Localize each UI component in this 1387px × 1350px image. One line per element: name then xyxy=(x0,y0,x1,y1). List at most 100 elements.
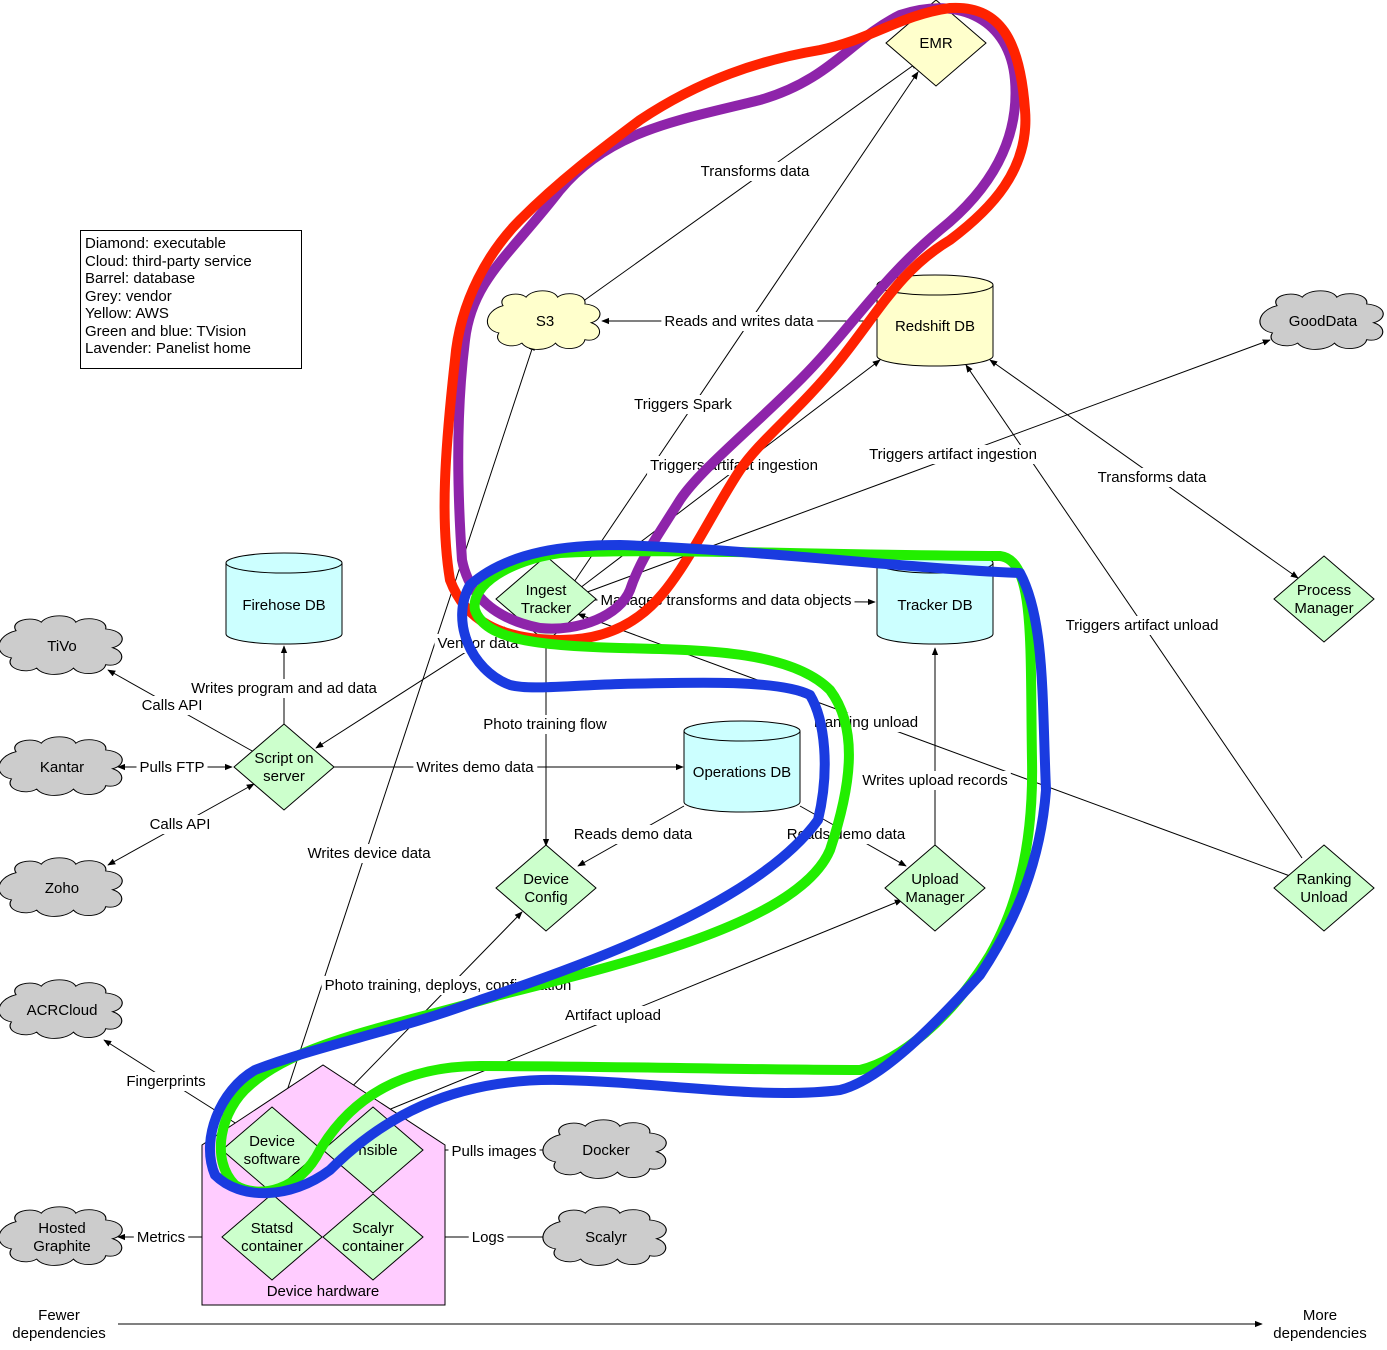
axis-right-label-2: dependencies xyxy=(1273,1325,1366,1342)
label-manages: Manages transforms and data objects xyxy=(601,592,852,609)
label-background xyxy=(631,395,736,414)
label-writes-device: Writes device data xyxy=(307,845,431,862)
zoho-label: Zoho xyxy=(45,880,79,897)
scalyr-c-label-1: Scalyr xyxy=(352,1220,394,1237)
label-background xyxy=(123,1072,209,1091)
ranking-unload-node[interactable]: Ranking Unload xyxy=(1273,844,1375,932)
device-sw-label-1: Device xyxy=(249,1133,295,1150)
label-background xyxy=(810,713,922,732)
label-triggers-ingest-2: Triggers artifact ingestion xyxy=(869,446,1037,463)
label-background xyxy=(468,1228,508,1247)
legend-item: Lavender: Panelist home xyxy=(85,340,251,357)
script-label-1: Script on xyxy=(254,750,313,767)
device-sw-label-2: software xyxy=(244,1151,301,1168)
label-pulls-ftp: Pulls FTP xyxy=(139,759,204,776)
label-triggers-unload: Triggers artifact unload xyxy=(1066,617,1219,634)
label-reads-demo-1: Reads demo data xyxy=(574,826,693,843)
label-triggers-spark: Triggers Spark xyxy=(634,396,732,413)
label-background xyxy=(661,312,818,331)
docker-label: Docker xyxy=(582,1142,630,1159)
label-background xyxy=(304,844,435,863)
tracker-db-label: Tracker DB xyxy=(897,597,972,614)
label-transforms-emr: Transforms data xyxy=(701,163,810,180)
upload-label-1: Upload xyxy=(911,871,959,888)
label-background xyxy=(866,445,1040,464)
red-loop xyxy=(439,2,1031,645)
scalyr-c-label-2: container xyxy=(342,1238,404,1255)
label-background xyxy=(138,696,206,715)
label-calls-api-1: Calls API xyxy=(142,697,203,714)
ansible-node[interactable]: nsible xyxy=(322,1106,424,1194)
label-background xyxy=(413,758,538,777)
script-label-2: server xyxy=(263,768,305,785)
label-background xyxy=(188,679,381,698)
scalyr-container-node[interactable]: Scalyr container xyxy=(322,1193,424,1281)
script-on-server-node[interactable]: Script on server xyxy=(233,723,335,811)
legend-item: Green and blue: TVision xyxy=(85,322,247,340)
label-writes-demo: Writes demo data xyxy=(416,759,534,776)
label-calls-api-2: Calls API xyxy=(150,816,211,833)
process-label-2: Manager xyxy=(1294,600,1353,617)
device-config-node[interactable]: Device Config xyxy=(495,844,597,932)
device-software-node[interactable]: Device software xyxy=(221,1106,323,1194)
green-loop xyxy=(215,546,1038,1197)
ranking-label-1: Ranking xyxy=(1296,871,1351,888)
hosted-label-1: Hosted xyxy=(38,1220,86,1237)
statsd-label-2: container xyxy=(241,1238,303,1255)
label-background xyxy=(647,456,821,475)
gooddata-label: GoodData xyxy=(1289,313,1358,330)
label-transforms-pm: Transforms data xyxy=(1098,469,1207,486)
acrcloud-label: ACRCloud xyxy=(27,1002,98,1019)
label-metrics: Metrics xyxy=(137,1229,185,1246)
legend-item: Diamond: executable xyxy=(85,235,226,252)
blue-loop xyxy=(205,540,1051,1199)
label-background xyxy=(1094,468,1210,487)
redshift-db-node[interactable]: Redshift DB xyxy=(876,274,994,367)
legend-item: Cloud: third-party service xyxy=(85,252,252,270)
label-background xyxy=(133,1228,189,1247)
ingest-label-2: Tracker xyxy=(521,600,571,617)
legend-item: Grey: vendor xyxy=(85,287,172,305)
label-background xyxy=(434,634,523,653)
ansible-label: nsible xyxy=(358,1142,397,1159)
label-background xyxy=(136,758,208,777)
label-reads-demo-2: Reads demo data xyxy=(787,826,906,843)
statsd-container-node[interactable]: Statsd container xyxy=(221,1193,323,1281)
device-config-label-2: Config xyxy=(524,889,567,906)
label-background xyxy=(697,162,813,181)
label-ranking-unload: Ranking unload xyxy=(814,714,918,731)
label-background xyxy=(562,1006,664,1025)
legend-item: Yellow: AWS xyxy=(85,305,169,322)
firehose-db-node[interactable]: Firehose DB xyxy=(225,552,343,645)
legend-box: Diamond: executable Cloud: third-party s… xyxy=(80,230,302,369)
ranking-label-2: Unload xyxy=(1300,889,1348,906)
s3-label: S3 xyxy=(536,313,554,330)
redshift-label: Redshift DB xyxy=(895,318,975,335)
label-background xyxy=(480,715,610,734)
edge-emr-s3 xyxy=(567,61,919,313)
axis-left-label-1: Fewer xyxy=(38,1307,80,1324)
label-reads-writes: Reads and writes data xyxy=(664,313,814,330)
label-vendor: Vendor data xyxy=(438,635,520,652)
device-config-label-1: Device xyxy=(523,871,569,888)
process-label-1: Process xyxy=(1297,582,1351,599)
label-background xyxy=(448,1142,540,1161)
axis-right-label-1: More xyxy=(1303,1307,1337,1324)
process-manager-node[interactable]: Process Manager xyxy=(1273,555,1375,643)
upload-manager-node[interactable]: Upload Manager xyxy=(884,844,986,932)
label-fingerprints: Fingerprints xyxy=(126,1073,205,1090)
firehose-label: Firehose DB xyxy=(242,597,325,614)
statsd-label-1: Statsd xyxy=(251,1220,294,1237)
upload-label-2: Manager xyxy=(905,889,964,906)
hosted-label-2: Graphite xyxy=(33,1238,91,1255)
edge-ranking-ingest xyxy=(577,613,1291,877)
operations-db-node[interactable]: Operations DB xyxy=(683,720,801,813)
operations-db-label: Operations DB xyxy=(693,764,791,781)
emr-label: EMR xyxy=(919,35,953,52)
scalyr-label: Scalyr xyxy=(585,1229,627,1246)
label-pulls-images: Pulls images xyxy=(451,1143,536,1160)
label-background xyxy=(859,771,1011,790)
label-background xyxy=(1062,616,1222,635)
label-logs: Logs xyxy=(472,1229,505,1246)
label-writes-upload: Writes upload records xyxy=(862,772,1008,789)
